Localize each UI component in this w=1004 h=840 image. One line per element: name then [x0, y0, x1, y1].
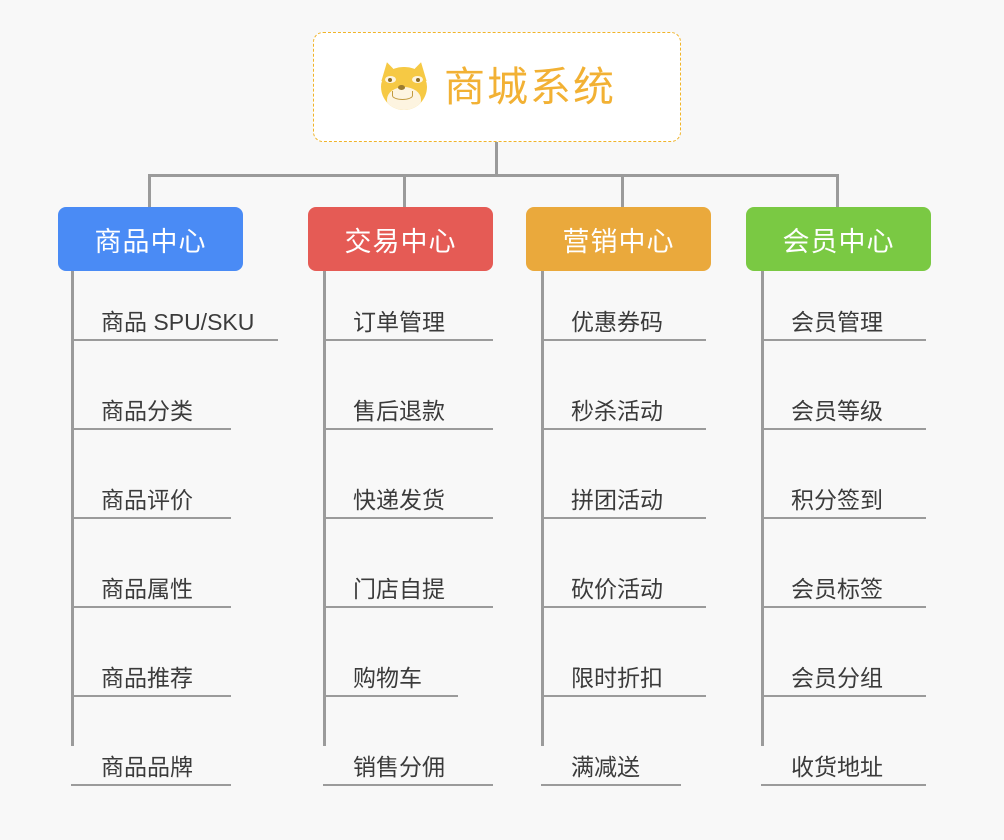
leaf-item[interactable]: 门店自提: [323, 576, 493, 608]
leaf-item-label: 优惠券码: [571, 309, 663, 335]
leaf-item-label: 拼团活动: [571, 487, 663, 513]
category-card-3[interactable]: 营销中心: [526, 207, 711, 271]
leaf-item[interactable]: 商品分类: [71, 398, 231, 430]
connector-spine-1: [71, 271, 74, 746]
leaf-item[interactable]: 优惠券码: [541, 309, 706, 341]
leaf-item-label: 会员管理: [791, 309, 883, 335]
root-node-title: 商城系统: [444, 63, 616, 110]
leaf-item[interactable]: 快递发货: [323, 487, 493, 519]
leaf-item-label: 满减送: [571, 754, 640, 780]
leaf-item-label: 订单管理: [353, 309, 445, 335]
category-card-4[interactable]: 会员中心: [746, 207, 931, 271]
leaf-item[interactable]: 会员等级: [761, 398, 926, 430]
leaf-item-label: 限时折扣: [571, 665, 663, 691]
leaf-item-label: 收货地址: [791, 754, 883, 780]
leaf-item[interactable]: 收货地址: [761, 754, 926, 786]
category-card-label: 会员中心: [782, 226, 895, 257]
leaf-item[interactable]: 销售分佣: [323, 754, 493, 786]
leaf-item-label: 购物车: [353, 665, 422, 691]
shiba-dog-face-icon: [377, 59, 431, 113]
connector-drop-2: [403, 174, 406, 209]
leaf-item-label: 商品评价: [101, 487, 193, 513]
leaf-item-label: 砍价活动: [571, 576, 663, 602]
leaf-item[interactable]: 限时折扣: [541, 665, 706, 697]
category-card-label: 营销中心: [562, 226, 675, 257]
leaf-item[interactable]: 商品属性: [71, 576, 231, 608]
leaf-item-label: 会员分组: [791, 665, 883, 691]
leaf-item[interactable]: 砍价活动: [541, 576, 706, 608]
leaf-item-label: 积分签到: [791, 487, 883, 513]
leaf-item[interactable]: 商品推荐: [71, 665, 231, 697]
leaf-item[interactable]: 积分签到: [761, 487, 926, 519]
category-card-1[interactable]: 商品中心: [58, 207, 243, 271]
connector-spine-2: [323, 271, 326, 746]
leaf-item-label: 会员标签: [791, 576, 883, 602]
category-card-label: 商品中心: [94, 226, 207, 257]
connector-horizontal-bus: [148, 174, 838, 177]
leaf-item[interactable]: 商品评价: [71, 487, 231, 519]
leaf-item[interactable]: 会员管理: [761, 309, 926, 341]
leaf-item[interactable]: 售后退款: [323, 398, 493, 430]
leaf-item-label: 商品品牌: [101, 754, 193, 780]
connector-drop-1: [148, 174, 151, 209]
leaf-item-label: 商品属性: [101, 576, 193, 602]
leaf-item[interactable]: 会员标签: [761, 576, 926, 608]
leaf-item[interactable]: 商品 SPU/SKU: [71, 309, 278, 341]
leaf-item-label: 门店自提: [353, 576, 445, 602]
connector-spine-4: [761, 271, 764, 746]
connector-drop-4: [836, 174, 839, 209]
category-card-label: 交易中心: [344, 226, 457, 257]
leaf-item-label: 售后退款: [353, 398, 445, 424]
leaf-item[interactable]: 拼团活动: [541, 487, 706, 519]
connector-root-stem: [495, 142, 498, 176]
leaf-item[interactable]: 秒杀活动: [541, 398, 706, 430]
leaf-item[interactable]: 购物车: [323, 665, 458, 697]
connector-spine-3: [541, 271, 544, 746]
leaf-item-label: 商品推荐: [101, 665, 193, 691]
leaf-item[interactable]: 满减送: [541, 754, 681, 786]
leaf-item-label: 商品分类: [101, 398, 193, 424]
leaf-item[interactable]: 订单管理: [323, 309, 493, 341]
leaf-item-label: 销售分佣: [353, 754, 445, 780]
leaf-item-label: 快递发货: [353, 487, 445, 513]
leaf-item-label: 商品 SPU/SKU: [101, 309, 255, 335]
root-node-mall-system[interactable]: 商城系统: [313, 32, 681, 142]
connector-drop-3: [621, 174, 624, 209]
leaf-item-label: 会员等级: [791, 398, 883, 424]
category-card-2[interactable]: 交易中心: [308, 207, 493, 271]
leaf-item-label: 秒杀活动: [571, 398, 663, 424]
leaf-item[interactable]: 会员分组: [761, 665, 926, 697]
leaf-item[interactable]: 商品品牌: [71, 754, 231, 786]
